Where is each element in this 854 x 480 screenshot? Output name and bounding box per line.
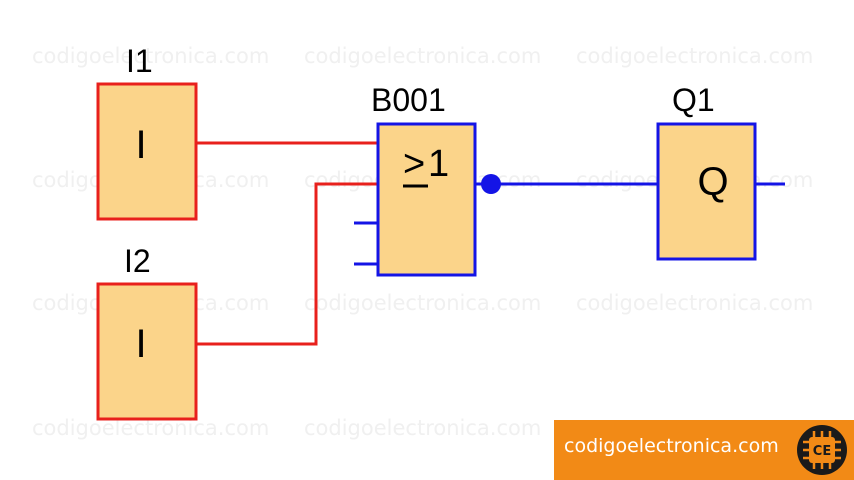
block-symbol-q1: Q bbox=[697, 160, 728, 204]
watermark-text: codigoelectronica.com bbox=[304, 44, 541, 68]
block-symbol-i2: I bbox=[135, 322, 146, 366]
block-label-i2: I2 bbox=[124, 243, 151, 279]
block-symbol-i1: I bbox=[135, 123, 146, 167]
watermark-text: codigoelectronica.com bbox=[576, 44, 813, 68]
brand-site-text: codigoelectronica.com bbox=[564, 435, 779, 457]
block-label-b001: B001 bbox=[371, 82, 446, 118]
block-symbol-b001-one: 1 bbox=[428, 143, 449, 185]
watermark-text: codigoelectronica.com bbox=[304, 416, 541, 440]
watermark-text: codigoelectronica.com bbox=[32, 44, 269, 68]
watermark-text: codigoelectronica.com bbox=[576, 291, 813, 315]
connection-node bbox=[481, 174, 501, 194]
or-block-b001: B001 > 1 bbox=[371, 82, 477, 277]
block-label-i1: I1 bbox=[126, 43, 153, 79]
watermark-text: codigoelectronica.com bbox=[304, 291, 541, 315]
wire-i2-to-b001 bbox=[196, 182, 378, 346]
block-label-q1: Q1 bbox=[672, 82, 715, 118]
input-block-i1: I1 I bbox=[96, 43, 198, 221]
input-block-i2: I2 I bbox=[96, 243, 198, 421]
chip-logo-icon: CE bbox=[797, 425, 847, 475]
logo-text: CE bbox=[813, 444, 831, 459]
output-block-q1: Q1 Q bbox=[656, 82, 757, 261]
block-symbol-b001-gt: > bbox=[403, 143, 425, 185]
